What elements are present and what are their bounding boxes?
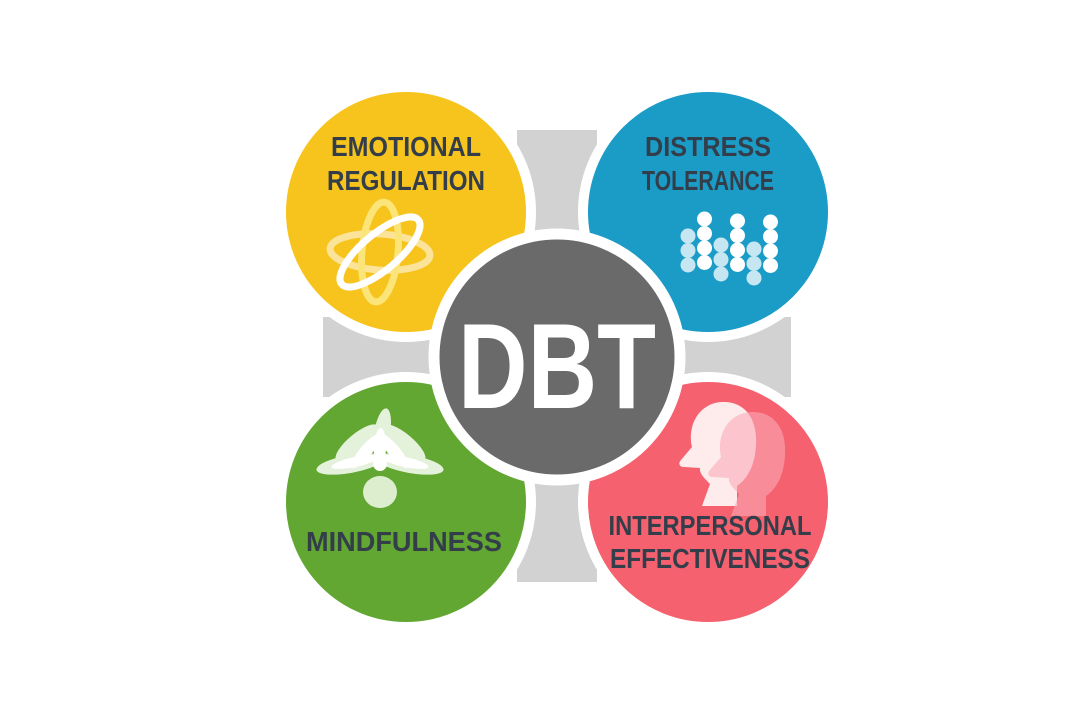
dots-wave-icon bbox=[680, 211, 778, 286]
distress-tolerance-label-line2: TOLERANCE bbox=[642, 165, 774, 196]
interpersonal-effectiveness-label-line2: EFFECTIVENESS bbox=[610, 543, 810, 574]
dots-column-light-3 bbox=[746, 241, 762, 286]
dots-column-white-2 bbox=[730, 213, 745, 272]
profile-heads-icon bbox=[679, 401, 786, 516]
emotional-regulation-label-line2: REGULATION bbox=[327, 165, 485, 196]
dbt-center-circle bbox=[428, 228, 686, 486]
dots-column-light-2 bbox=[713, 237, 729, 282]
atom-ring-yellow bbox=[358, 198, 402, 306]
dots-column-white-3 bbox=[763, 214, 778, 273]
interpersonal-effectiveness-label-line1: INTERPERSONAL bbox=[609, 510, 812, 541]
emotional-regulation-label-line1: EMOTIONAL bbox=[331, 131, 481, 162]
atom-ring-white bbox=[336, 213, 424, 291]
mindfulness-label: MINDFULNESS bbox=[306, 526, 502, 557]
dots-column-light-1 bbox=[680, 228, 696, 273]
head-back bbox=[708, 411, 786, 516]
distress-tolerance-label-line1: DISTRESS bbox=[645, 131, 771, 162]
lotus-icon bbox=[316, 408, 444, 508]
lotus-bulb bbox=[363, 476, 397, 508]
dots-column-white-1 bbox=[697, 211, 712, 270]
dbt-center-label: DBT bbox=[458, 298, 656, 434]
lotus-front-petals bbox=[331, 428, 429, 471]
